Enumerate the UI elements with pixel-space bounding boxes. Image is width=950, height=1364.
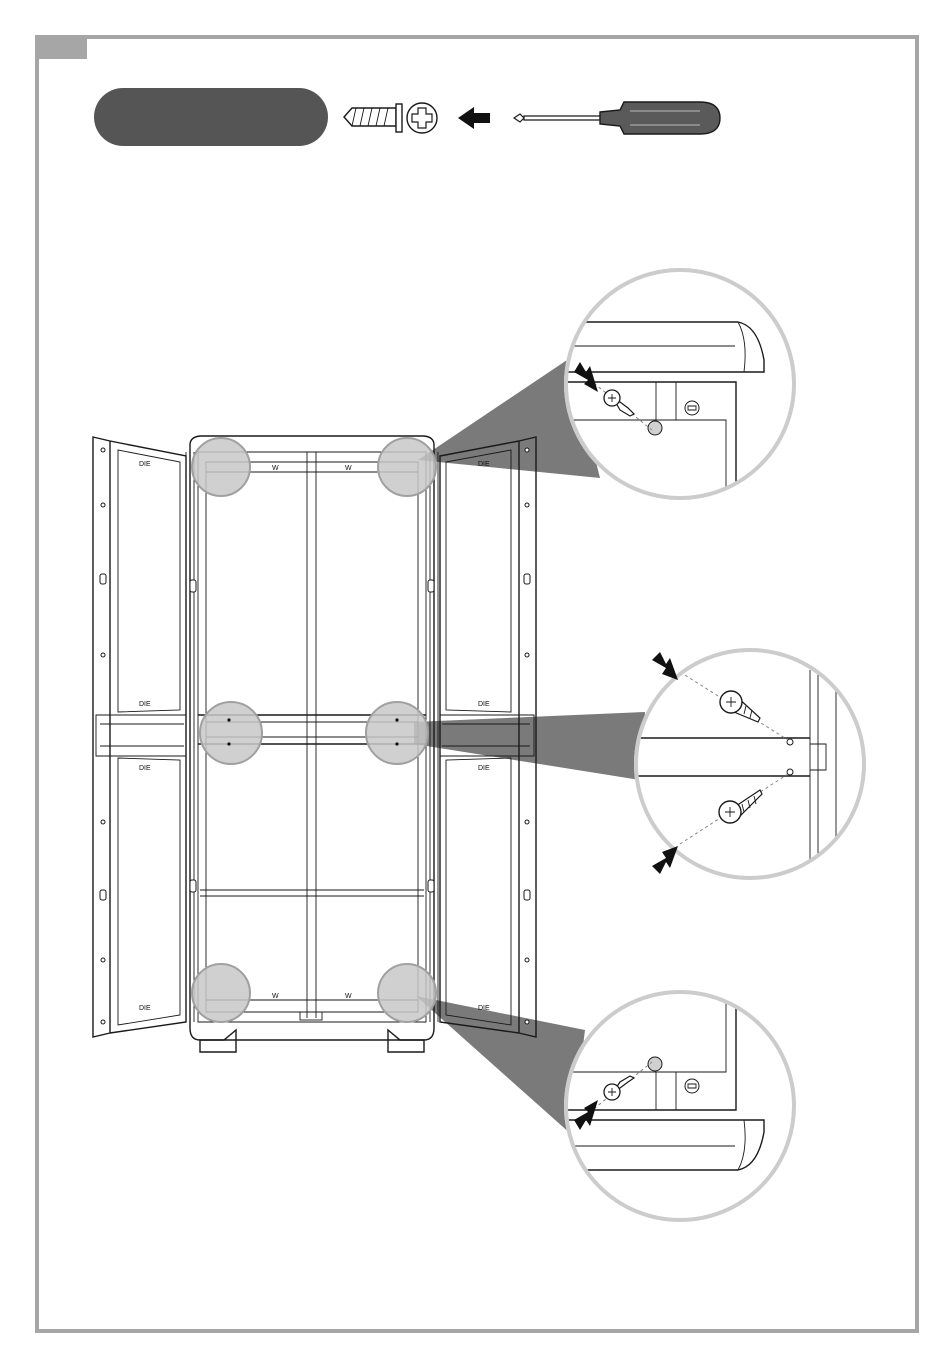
screw-location-marker [192,964,250,1022]
detail-middle-right [630,648,866,880]
door-mark: DIE [478,701,490,708]
screwdriver-icon [514,102,720,134]
svg-text:W: W [272,993,279,1000]
svg-text:W: W [345,465,352,472]
screw-location-marker [378,438,436,496]
door-mark: DIE [478,765,490,772]
door-mark: DIE [139,461,151,468]
screw-location-marker [366,702,428,764]
screw-location-markers [192,438,436,1022]
arrow-icon [652,846,678,874]
arrow-icon [652,652,678,680]
arrow-left-icon [458,107,490,129]
screw-icon [344,103,437,133]
svg-text:W: W [272,465,279,472]
screw-location-marker [192,438,250,496]
left-door: DIE DIE DIE DIE [93,437,186,1037]
door-mark: DIE [139,1005,151,1012]
door-mark: DIE [478,1005,490,1012]
svg-text:W: W [345,993,352,1000]
screw-location-marker [200,702,262,764]
door-mark: DIE [139,765,151,772]
door-mark: DIE [478,461,490,468]
screw-location-marker [378,964,436,1022]
detail-bottom-right [550,990,796,1222]
callout-connector-bottom [416,996,585,1135]
door-mark: DIE [139,701,151,708]
